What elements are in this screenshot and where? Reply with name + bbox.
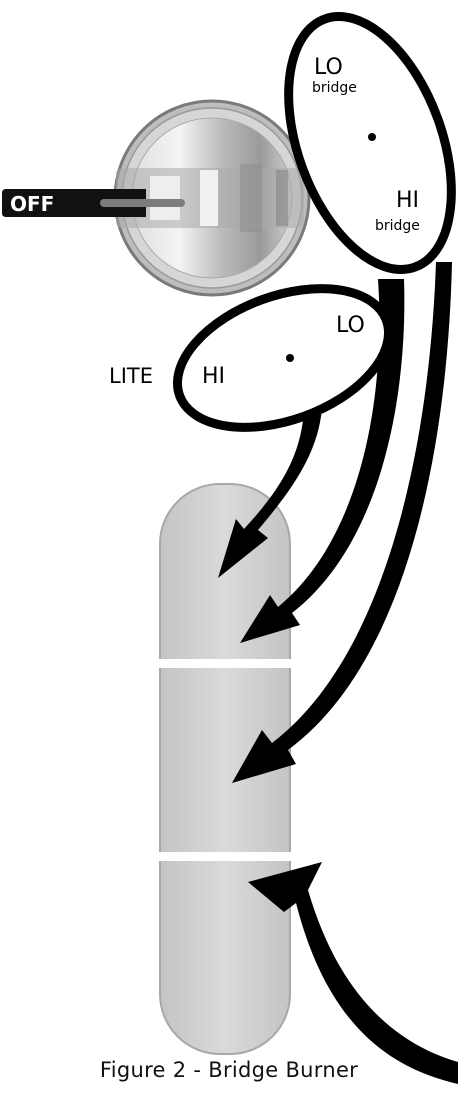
burner-hi-label: HI [202, 364, 225, 389]
burner-divider [159, 852, 291, 861]
bridge-lo-label: LO [314, 55, 343, 80]
bridge-hi-sublabel: bridge [375, 218, 420, 234]
bridge-dial-center-dot [368, 133, 376, 141]
burner-divider [159, 659, 291, 668]
burner-dial-center-dot [286, 354, 294, 362]
bridge-hi-label: HI [396, 188, 419, 213]
off-label: OFF [10, 192, 54, 216]
lite-label: LITE [109, 364, 153, 388]
bridge-lo-sublabel: bridge [312, 80, 357, 96]
burner-lo-label: LO [336, 313, 365, 338]
figure-caption: Figure 2 - Bridge Burner [0, 1058, 458, 1082]
burner-dial: LO HI LITE [109, 262, 408, 454]
